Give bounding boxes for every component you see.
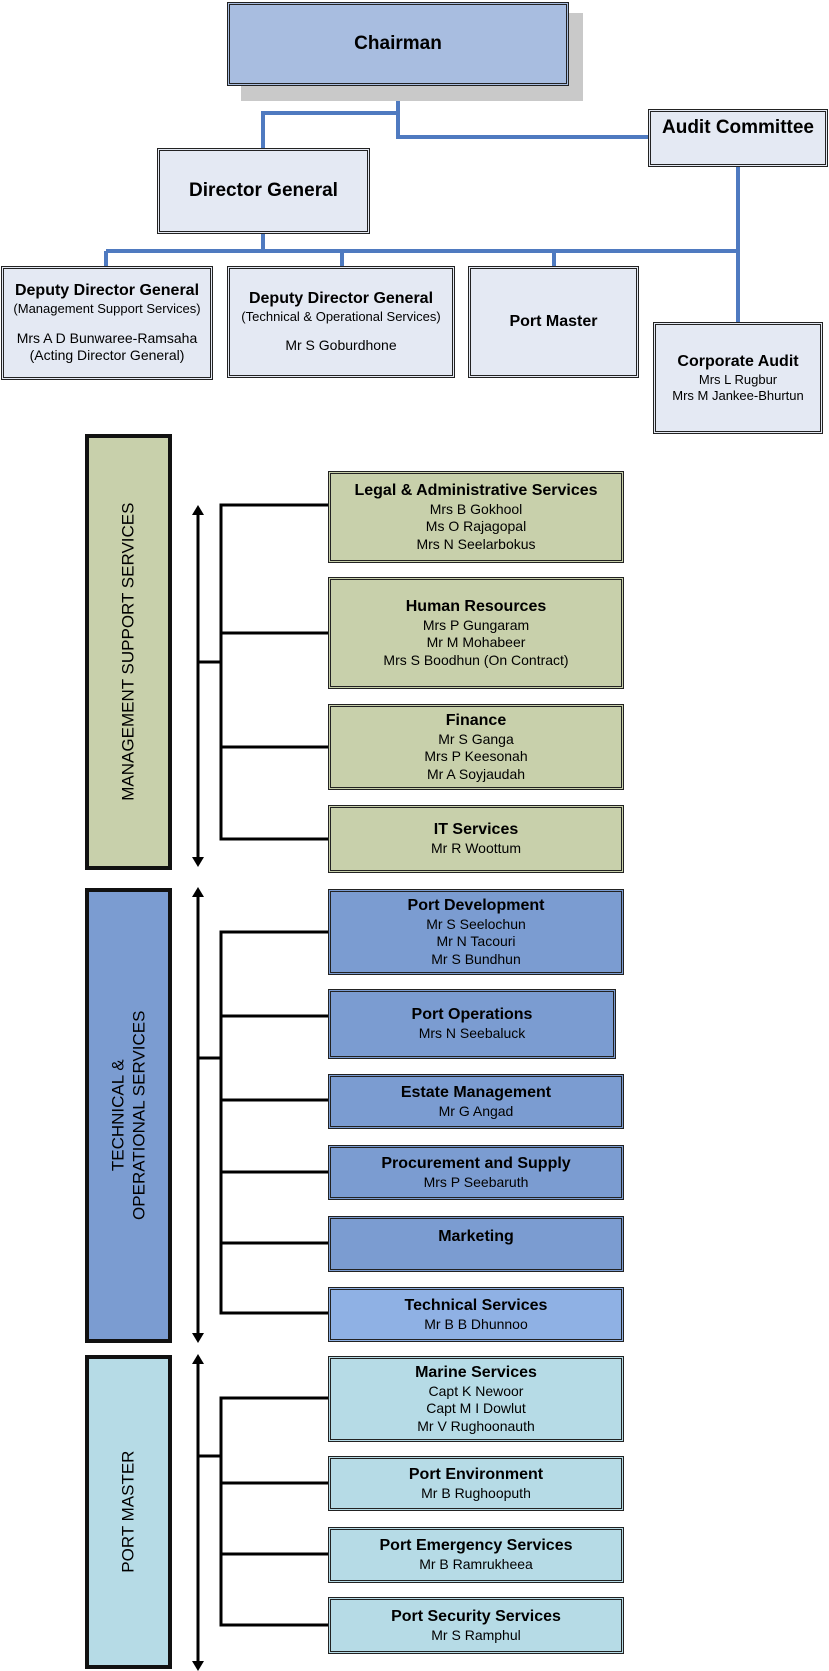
unit-legal-admin[interactable]: Legal & Administrative Services Mrs B Go… <box>328 471 624 563</box>
audit-committee-box[interactable]: Audit Committee <box>648 109 828 167</box>
unit-member: Mr G Angad <box>438 1102 514 1119</box>
tos-group-line: OPERATIONAL SERVICES <box>129 1010 149 1221</box>
ddg-tos-box[interactable]: Deputy Director General (Technical & Ope… <box>227 266 455 378</box>
port-master-box[interactable]: Port Master <box>468 266 639 378</box>
unit-member: Mr M Mohabeer <box>426 634 526 651</box>
unit-member: Mr N Tacouri <box>436 933 516 950</box>
unit-member: Mr S Bundhun <box>431 950 521 967</box>
tos-connectors <box>192 887 328 1343</box>
unit-member: Mr S Seelochun <box>426 915 526 932</box>
unit-technical-services[interactable]: Technical Services Mr B B Dhunnoo <box>328 1287 624 1342</box>
ddg-tos-name: Mr S Goburdhone <box>285 337 397 354</box>
unit-member: Capt K Newoor <box>428 1382 524 1399</box>
unit-member: Mrs P Seebaruth <box>423 1173 529 1190</box>
unit-member: Mrs B Gokhool <box>429 500 523 517</box>
unit-member: Mr R Woottum <box>431 840 521 857</box>
ddg-mss-subtitle: (Management Support Services) <box>13 301 201 317</box>
unit-title: Marine Services <box>415 1363 537 1381</box>
port-master-label: Port Master <box>509 313 598 330</box>
ddg-tos-subtitle: (Technical & Operational Services) <box>241 309 441 325</box>
unit-member: Mr S Ganga <box>438 730 514 747</box>
unit-title: Port Security Services <box>391 1607 561 1625</box>
unit-member: Mrs S Boodhun (On Contract) <box>383 651 569 668</box>
unit-it-services[interactable]: IT Services Mr R Woottum <box>328 805 624 873</box>
director-general-box[interactable]: Director General <box>157 148 370 234</box>
unit-port-emergency[interactable]: Port Emergency Services Mr B Ramrukheea <box>328 1527 624 1583</box>
ddg-tos-title: Deputy Director General <box>248 290 434 308</box>
corporate-audit-member: Mrs M Jankee-Bhurtun <box>672 388 804 403</box>
unit-member: Mrs P Gungaram <box>422 616 530 633</box>
unit-title: Procurement and Supply <box>381 1154 571 1172</box>
unit-member: Mrs P Keesonah <box>424 748 528 765</box>
unit-member: Mr B Ramrukheea <box>419 1556 533 1573</box>
unit-member: Mr S Ramphul <box>431 1626 521 1643</box>
ddg-mss-title: Deputy Director General <box>14 282 200 300</box>
unit-title: Port Environment <box>408 1465 544 1483</box>
chairman-box[interactable]: Chairman <box>227 2 569 86</box>
unit-port-security[interactable]: Port Security Services Mr S Ramphul <box>328 1597 624 1654</box>
unit-human-resources[interactable]: Human Resources Mrs P Gungaram Mr M Moha… <box>328 577 624 689</box>
pm-connectors <box>192 1354 328 1671</box>
tos-group-line: TECHNICAL & <box>108 1059 128 1172</box>
pm-group-label: PORT MASTER <box>85 1355 172 1669</box>
tos-group-text: TECHNICAL & OPERATIONAL SERVICES <box>107 1011 150 1220</box>
unit-title: Finance <box>445 711 507 729</box>
mss-group-label: MANAGEMENT SUPPORT SERVICES <box>85 434 172 870</box>
unit-title: Estate Management <box>400 1083 552 1101</box>
unit-finance[interactable]: Finance Mr S Ganga Mrs P Keesonah Mr A S… <box>328 704 624 790</box>
corporate-audit-title: Corporate Audit <box>677 352 799 370</box>
unit-procurement-supply[interactable]: Procurement and Supply Mrs P Seebaruth <box>328 1145 624 1200</box>
tos-group-label: TECHNICAL & OPERATIONAL SERVICES <box>85 888 172 1343</box>
unit-marine-services[interactable]: Marine Services Capt K Newoor Capt M I D… <box>328 1356 624 1442</box>
unit-title: Legal & Administrative Services <box>354 481 598 499</box>
corporate-audit-member: Mrs L Rugbur <box>698 371 778 387</box>
unit-port-operations[interactable]: Port Operations Mrs N Seebaluck <box>328 989 616 1059</box>
unit-title: Port Development <box>407 896 545 914</box>
unit-marketing[interactable]: Marketing <box>328 1216 624 1272</box>
unit-member: Mrs N Seebaluck <box>418 1025 526 1042</box>
ddg-mss-box[interactable]: Deputy Director General (Management Supp… <box>1 266 213 380</box>
unit-title: IT Services <box>433 821 519 839</box>
unit-title: Marketing <box>438 1228 514 1245</box>
unit-estate-management[interactable]: Estate Management Mr G Angad <box>328 1074 624 1129</box>
unit-member: Mrs N Seelarbokus <box>416 535 536 552</box>
ddg-mss-note: (Acting Director General) <box>29 347 185 364</box>
mss-group-text: MANAGEMENT SUPPORT SERVICES <box>118 502 138 802</box>
chairman-label: Chairman <box>354 33 442 55</box>
unit-title: Port Operations <box>411 1006 533 1024</box>
unit-member: Mr B B Dhunnoo <box>424 1315 528 1332</box>
unit-member: Mr B Rughooputh <box>421 1484 531 1501</box>
unit-port-environment[interactable]: Port Environment Mr B Rughooputh <box>328 1456 624 1511</box>
ddg-mss-name: Mrs A D Bunwaree-Ramsaha <box>16 329 198 346</box>
unit-member: Ms O Rajagopal <box>425 518 527 535</box>
audit-committee-label: Audit Committee <box>662 117 814 138</box>
corporate-audit-box[interactable]: Corporate Audit Mrs L Rugbur Mrs M Janke… <box>653 322 823 434</box>
unit-member: Capt M I Dowlut <box>426 1400 526 1417</box>
unit-title: Human Resources <box>405 597 547 615</box>
unit-title: Technical Services <box>404 1296 548 1314</box>
unit-title: Port Emergency Services <box>379 1537 573 1555</box>
unit-member: Mr A Soyjaudah <box>426 765 526 782</box>
director-general-label: Director General <box>189 180 338 202</box>
pm-group-text: PORT MASTER <box>118 1450 138 1574</box>
unit-member: Mr V Rughoonauth <box>417 1417 535 1434</box>
mss-connectors <box>192 503 328 867</box>
unit-port-development[interactable]: Port Development Mr S Seelochun Mr N Tac… <box>328 889 624 975</box>
